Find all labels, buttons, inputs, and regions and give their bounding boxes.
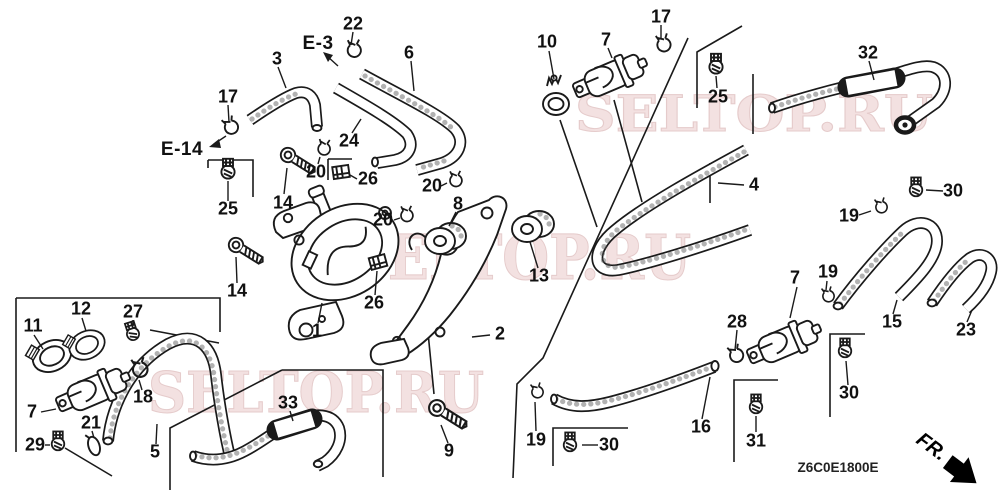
leader-lines [33,25,973,446]
hose-3 [246,86,323,132]
fuel-filter-right [741,311,828,374]
fuel-filter-left [50,359,137,422]
clip-17-left [220,113,241,137]
hose-24 [333,82,417,169]
clamp-25-left [220,157,236,180]
part-code: Z6C0E1800E [797,460,878,475]
watermark-top: SELTOP.RU [575,84,934,144]
clip-20-c [397,203,416,224]
hose-15 [832,217,943,311]
clamp-29 [50,430,66,452]
clamp-30-mid [837,337,853,359]
fr-label: FR. [912,428,951,465]
hose-33 [189,408,347,472]
clamp-25-right [708,52,724,75]
bolt-14-a [277,144,320,179]
fr-arrow-icon [942,455,977,484]
fastener-26-a [331,163,351,181]
clip-22 [344,36,364,60]
clamp-30-bottom [562,431,578,453]
clamp-30-top [908,176,924,198]
clamp-31 [748,393,764,415]
grommet-8 [424,222,467,255]
bolt-14-b [225,234,268,269]
fuel-pump [272,184,400,341]
clamp-27 [122,319,142,343]
svg-text:SELTOP.RU: SELTOP.RU [575,84,933,143]
hose-6 [359,68,467,176]
clip-19-a [873,196,888,214]
clip-20-a [314,136,334,158]
fr-indicator: FR. [912,428,977,484]
e14-arrow [209,135,227,148]
clip-17-right [654,32,672,53]
hose-23 [926,249,998,314]
group-boxes [15,25,865,490]
clip-19-c [529,381,544,399]
clamp-ring-10 [542,74,570,116]
oring-21 [84,434,101,457]
clip-20-b [446,168,465,189]
hose-32 [768,60,951,135]
e3-arrow [323,52,339,67]
hose-4 [591,144,753,277]
clip-19-b [820,285,835,303]
grommet-13 [511,210,555,243]
hose-16 [550,360,720,413]
